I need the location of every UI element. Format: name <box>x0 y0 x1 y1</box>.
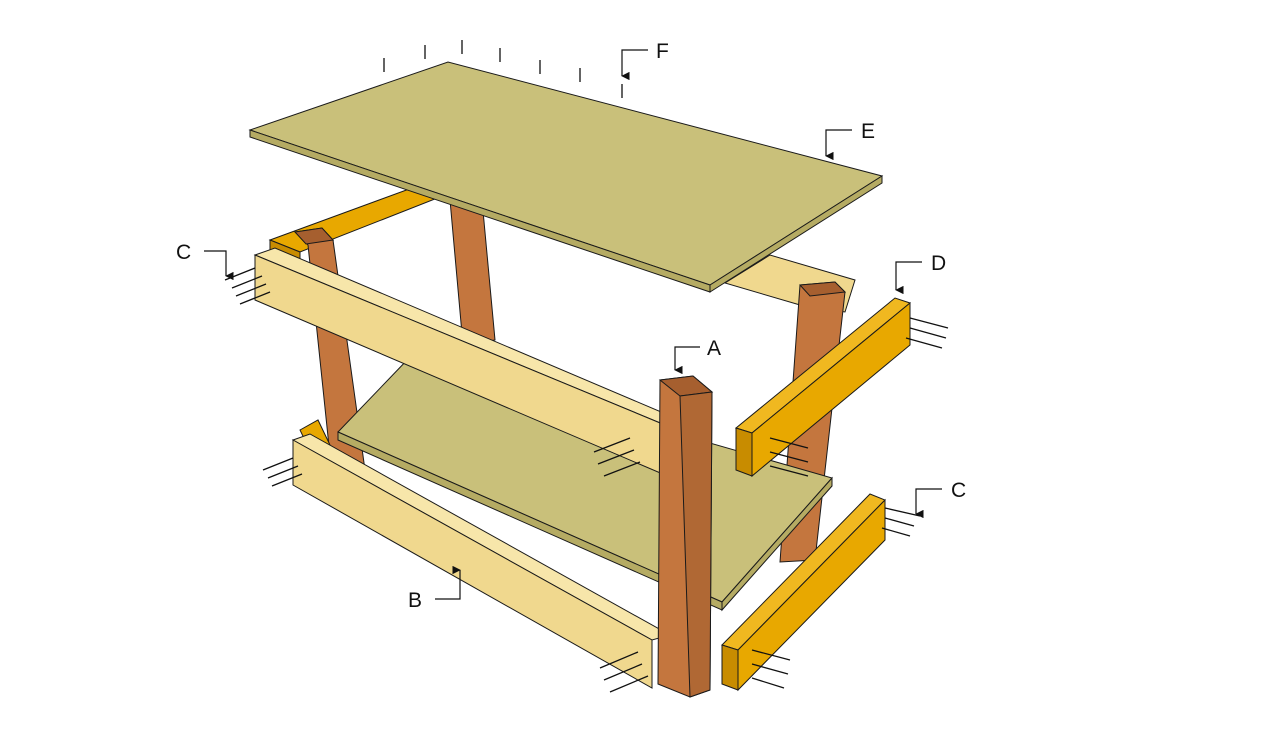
label-a: A <box>707 337 721 360</box>
label-b: B <box>408 589 422 612</box>
back-top-rail <box>268 184 447 263</box>
left-lower-screws <box>262 457 303 487</box>
label-c-left: C <box>176 241 191 264</box>
right-c-screws <box>751 507 921 689</box>
side-rail-c-lower <box>721 493 886 692</box>
callout-d: D <box>895 252 946 295</box>
callout-c-left: C <box>176 241 234 281</box>
right-d-screws <box>769 317 949 477</box>
back-left-leg <box>449 199 496 346</box>
label-f: F <box>656 40 669 63</box>
callout-c-right: C <box>915 479 966 519</box>
front-right-leg <box>657 375 714 698</box>
side-rail-d <box>734 297 912 478</box>
table-top-panel <box>248 61 884 293</box>
callout-a: A <box>674 337 721 375</box>
label-d: D <box>931 252 946 275</box>
callout-e: E <box>825 120 875 161</box>
label-e: E <box>861 120 875 143</box>
mid-screws <box>593 437 641 477</box>
label-c-right: C <box>951 479 966 502</box>
bottom-screws <box>599 651 649 693</box>
top-screws <box>383 40 623 98</box>
callout-b: B <box>408 565 461 612</box>
callout-f: F <box>621 40 669 81</box>
